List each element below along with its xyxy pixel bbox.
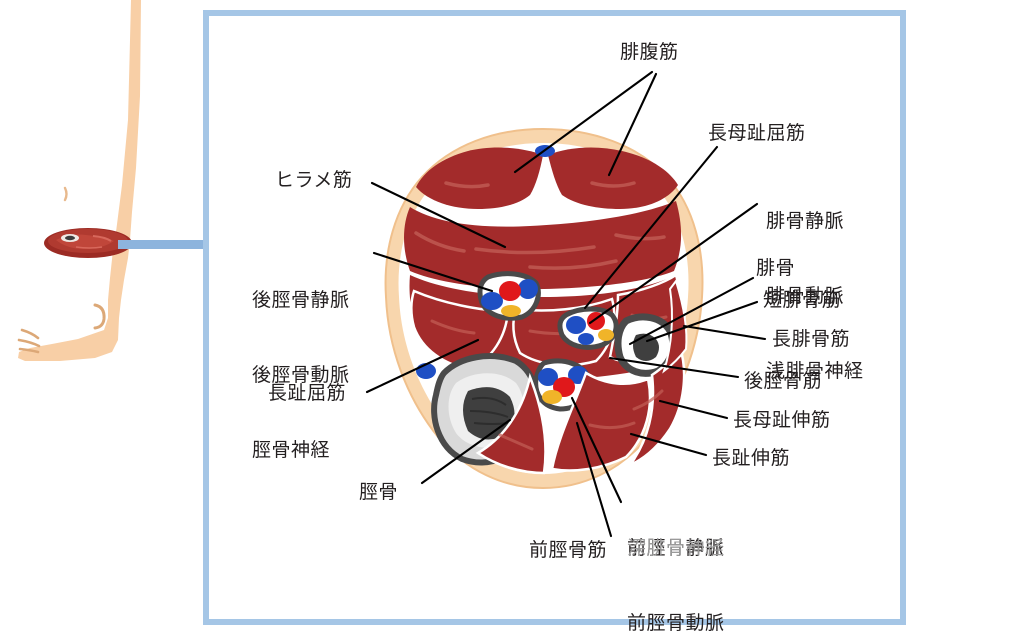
label-posterior-tibial-vein: 後脛骨静脈 bbox=[252, 290, 350, 311]
label-flexor-hallucis-longus: 長母趾屈筋 bbox=[708, 123, 806, 144]
fibular-artery bbox=[587, 312, 605, 330]
label-superficial-fibular-nerve: 浅腓骨神経 bbox=[766, 361, 864, 382]
label-tibia: 脛骨 bbox=[359, 482, 399, 503]
posterior-tibial-artery bbox=[499, 281, 521, 301]
fibular-vein-2 bbox=[578, 333, 594, 345]
label-peroneus-longus: 長腓骨筋 bbox=[772, 329, 851, 350]
posterior-tibial-neurovascular-bundle bbox=[477, 271, 541, 321]
label-anterior-tibial: 前脛骨静脈 前脛骨動脈 bbox=[627, 486, 725, 641]
label-tibialis-posterior: 後脛骨筋 bbox=[744, 371, 823, 392]
label-tibial-nerve: 脛骨神経 bbox=[252, 440, 331, 461]
label-fibular-artery: 腓骨動脈 bbox=[766, 286, 845, 307]
label-anterior-tibial-vein: 前脛骨静脈 bbox=[627, 538, 725, 559]
superficial-fibular-nerve bbox=[598, 329, 614, 341]
deep-fibular-nerve-dot bbox=[542, 390, 562, 404]
posterior-tibial-vein-1 bbox=[481, 292, 503, 310]
ankle-malleolus-mark bbox=[93, 303, 106, 330]
cross-section-slice-marker bbox=[44, 228, 132, 258]
label-flexor-digitorum-longus: 長趾屈筋 bbox=[268, 383, 347, 404]
small-saphenous-vein bbox=[535, 145, 555, 157]
leg-illustration bbox=[17, 0, 141, 361]
label-peroneus-brevis: 短腓骨筋 bbox=[763, 290, 842, 311]
shin-crest-line bbox=[63, 186, 68, 202]
fibular-vein bbox=[566, 316, 586, 334]
label-extensor-digitorum-longus: 長趾伸筋 bbox=[712, 448, 791, 469]
label-fibular-vessels: 腓骨静脈 腓骨動脈 浅腓骨神経 bbox=[766, 159, 864, 434]
label-fibular-vein: 腓骨静脈 bbox=[766, 211, 845, 232]
anterior-tibial-vein-1 bbox=[538, 368, 558, 386]
label-gastrocnemius: 腓腹筋 bbox=[620, 42, 679, 63]
label-extensor-hallucis-longus: 長母趾伸筋 bbox=[733, 410, 831, 431]
label-deep-fibular-nerve: 深腓骨神経 bbox=[627, 538, 725, 559]
label-tibialis-anterior: 前脛骨筋 bbox=[529, 540, 608, 561]
leg-silhouette bbox=[18, 0, 141, 361]
label-anterior-tibial-artery: 前脛骨動脈 bbox=[627, 613, 725, 634]
fibular-neurovascular-bundle bbox=[557, 306, 619, 350]
great-saphenous-vein bbox=[416, 363, 436, 379]
posterior-tibial-vein-2 bbox=[518, 279, 538, 299]
toe-lines bbox=[17, 328, 41, 354]
tibial-nerve bbox=[501, 305, 521, 317]
leg-cross-section-drawing bbox=[384, 127, 704, 490]
label-soleus: ヒラメ筋 bbox=[275, 170, 353, 191]
cross-section-connector-line bbox=[118, 240, 210, 249]
label-posterior-tibial-artery: 後脛骨動脈 bbox=[252, 365, 350, 386]
label-fibula: 腓骨 bbox=[756, 258, 796, 279]
label-posterior-tibial: 後脛骨静脈 後脛骨動脈 脛骨神経 bbox=[252, 238, 350, 513]
